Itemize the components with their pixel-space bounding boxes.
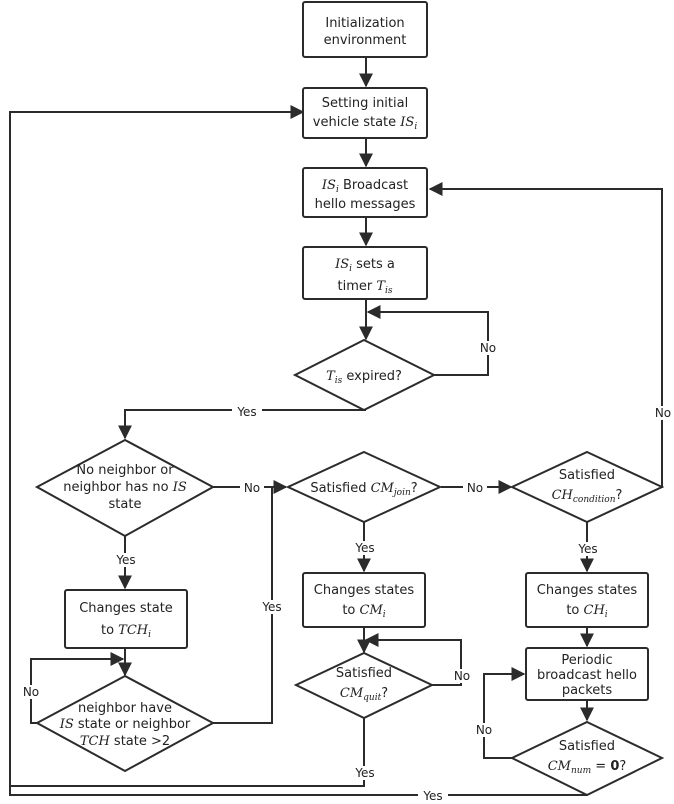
edge-cmquit-no-loop [364,633,462,686]
set-state-line2: vehicle state ISi [313,115,418,132]
label-nn-no: No [244,481,260,495]
node-setting-initial-state: Setting initial vehicle state ISi [302,87,428,139]
node-changes-states-cm: Changes states to CMi [302,572,426,628]
neighbor-have-line2: IS state or neighbor [59,717,191,732]
node-timer-expired-decision: Tis expired? [292,338,437,412]
edge-labels: No Yes No No No Yes Yes Yes Yes No No No… [19,341,674,803]
node-sets-timer: ISi sets a timer Tis [302,246,428,300]
node-periodic-broadcast: Periodic broadcast hello packets [525,647,649,701]
label-nh-yes: Yes [261,600,281,614]
edge-cmnum-no-loop [483,667,526,759]
no-neighbor-line1: No neighbor or [76,463,174,478]
set-state-line1: Setting initial [322,96,408,111]
node-cm-quit-decision: Satisfied CMquit? [293,651,435,720]
ch-state-line1: Changes states [537,583,638,598]
cm-quit-line2: CMquit? [340,686,388,703]
label-expired-yes: Yes [236,405,256,419]
cm-state-line2: to CMi [342,603,385,620]
init-line1: Initialization [325,16,404,31]
cm-num-line2: CMnum = 0? [548,759,627,776]
cm-state-line1: Changes states [314,583,415,598]
label-ch-no: No [655,406,671,420]
cm-quit-line1: Satisfied [336,666,392,681]
edge-ch-no-back [428,182,663,488]
timer-line2: timer Tis [337,279,392,296]
cm-num-line1: Satisfied [559,739,615,754]
node-no-neighbor-decision: No neighbor or neighbor has no IS state [34,438,216,538]
periodic-line2: broadcast hello [537,668,637,683]
label-nh-no: No [23,685,39,699]
label-cmjoin-no: No [467,481,483,495]
node-cm-num-decision: Satisfied CMnum = 0? [509,720,665,797]
label-cmquit-yes: Yes [354,766,374,780]
label-nn-yes: Yes [115,553,135,567]
edge-bottom-yes-return [9,105,587,796]
label-cmquit-no: No [454,669,470,683]
node-ch-condition-decision: Satisfied CHcondition? [509,450,665,524]
ch-cond-line2: CHcondition? [552,488,623,505]
periodic-line1: Periodic [561,653,612,668]
node-changes-states-ch: Changes states to CHi [525,572,649,628]
tch-line2: to TCHi [101,623,151,640]
no-neighbor-line2: neighbor has no IS [63,480,187,495]
ch-state-line2: to CHi [566,603,607,620]
ch-cond-line1: Satisfied [559,468,615,483]
timer-line1: ISi sets a [334,257,395,274]
label-cmjoin-yes: Yes [354,541,374,555]
node-neighbor-have-decision: neighbor have IS state or neighbor TCH s… [34,674,216,773]
expired-text: Tis expired? [326,369,402,386]
cm-join-text: Satisfied CMjoin? [310,481,417,498]
label-chcond-yes: Yes [577,542,597,556]
edge-expired-yes [118,409,366,440]
label-bottom-yes: Yes [422,789,442,803]
broadcast-line1: ISi Broadcast [321,178,408,195]
node-cm-join-decision: Satisfied CMjoin? [285,450,443,524]
periodic-line3: packets [562,683,613,698]
label-expired-no: No [480,341,496,355]
tch-line1: Changes state [79,601,173,616]
broadcast-line2: hello messages [315,197,416,212]
init-line2: environment [324,33,407,48]
node-changes-state-tch: Changes state to TCHi [64,589,188,649]
node-broadcast-hello: ISi Broadcast hello messages [302,167,428,218]
label-cmnum-no: No [476,723,492,737]
node-initialization: Initialization environment [302,1,428,58]
neighbor-have-line3: TCH state >2 [80,734,170,749]
edge-cmquit-yes [10,718,365,787]
neighbor-have-line1: neighbor have [78,701,172,716]
no-neighbor-line3: state [109,497,142,512]
